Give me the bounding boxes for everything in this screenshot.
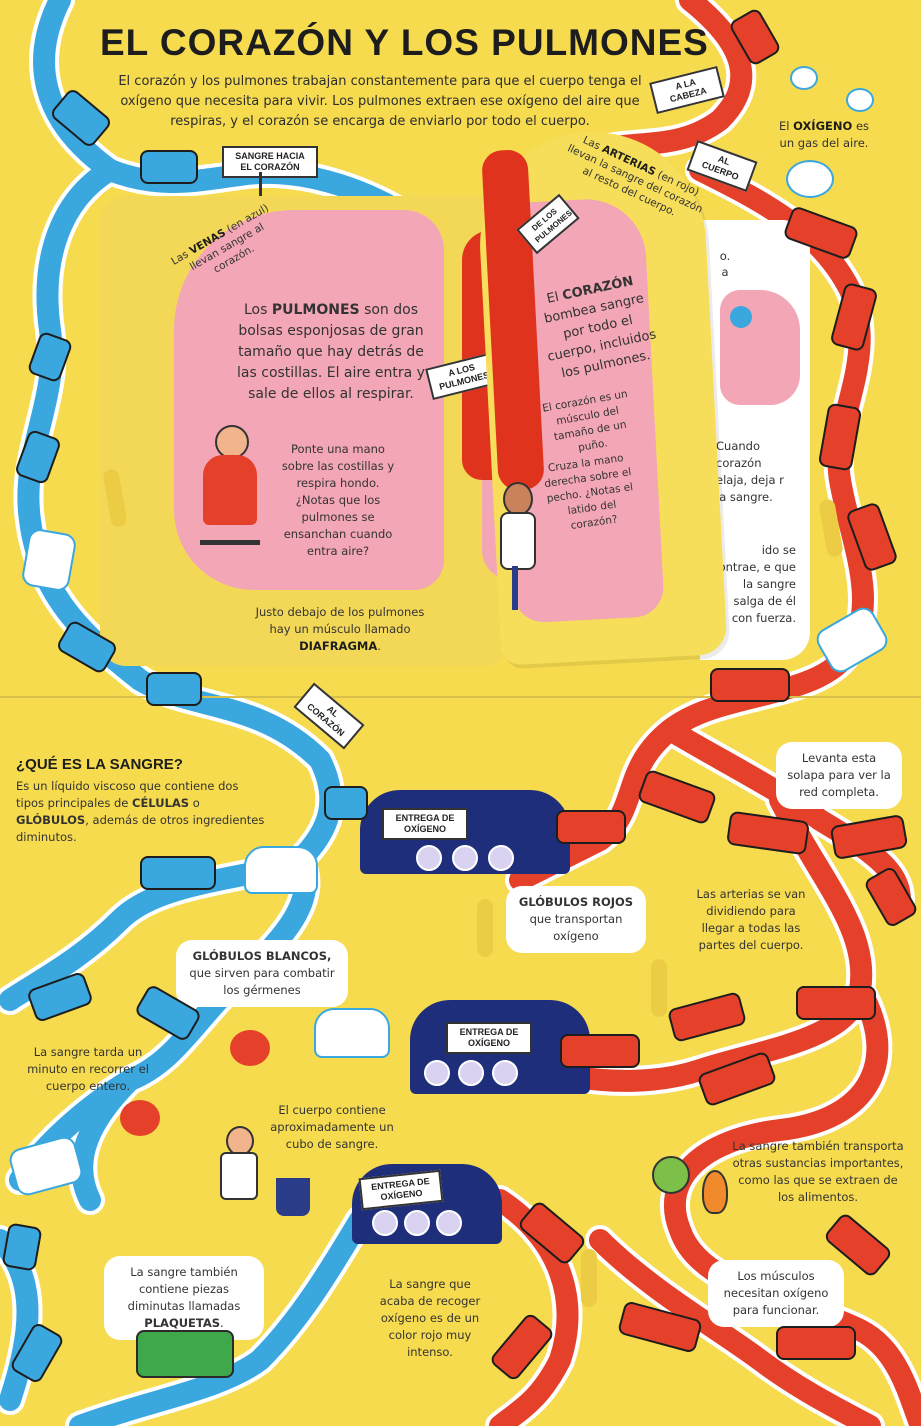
lift-flap-bubble: Levanta esta solapa para ver la red comp…	[776, 742, 902, 809]
heart-activity: Cruza la mano derecha sobre el pecho. ¿N…	[543, 452, 634, 532]
lungs-description: Los PULMONES son dos bolsas esponjosas d…	[237, 302, 425, 402]
lungs-activity: Ponte una mano sobre las costillas y res…	[281, 442, 395, 558]
white-cell-car-icon	[20, 527, 78, 593]
red-cell-icon	[404, 1210, 430, 1236]
lung-left-illustration	[174, 210, 444, 590]
food-character-icon	[652, 1156, 690, 1194]
flap-back-fragment: o.	[719, 249, 731, 263]
blue-car-icon	[140, 150, 198, 184]
red-cell-icon	[452, 845, 478, 871]
germ-icon	[230, 1030, 270, 1066]
white-cell-car-icon	[314, 1008, 390, 1058]
boy-head-icon	[503, 482, 533, 516]
platelet-truck-icon	[136, 1330, 234, 1378]
minute-note: La sangre tarda un minuto en recorrer el…	[27, 1045, 149, 1093]
boy-body-icon	[500, 512, 536, 570]
blood-description: Es un líquido viscoso que contiene dos t…	[16, 779, 265, 844]
blood-heading: ¿QUÉ ES LA SANGRE?	[16, 756, 183, 773]
flap-back-lung	[720, 290, 800, 405]
heart-relax-text: Cuando corazón elaja, deja r la sangre.	[716, 439, 784, 504]
girl-dress-icon	[203, 455, 257, 525]
pop-up-tab	[651, 959, 667, 1017]
muscles-bubble: Los músculos necesitan oxígeno para func…	[708, 1260, 844, 1327]
red-cell-icon	[458, 1060, 484, 1086]
blue-car-icon	[146, 672, 202, 706]
carrot-character-icon	[702, 1170, 728, 1214]
pop-up-tab	[581, 1249, 597, 1307]
girl-ground-line	[200, 540, 260, 545]
flap-back-fragment: a	[721, 265, 729, 279]
blue-car-icon	[140, 856, 216, 890]
man-body-icon	[220, 1152, 258, 1200]
girl-head-icon	[215, 425, 249, 459]
red-truck-icon	[796, 986, 876, 1020]
page-title: EL CORAZÓN Y LOS PULMONES	[100, 22, 709, 63]
delivery-sign-1: ENTREGA DE OXÍGENO	[382, 808, 468, 840]
white-cells-bubble: GLÓBULOS BLANCOS,que sirven para combati…	[176, 940, 348, 1007]
red-cell-icon	[488, 845, 514, 871]
germ-icon	[120, 1100, 160, 1136]
delivery-sign-2: ENTREGA DE OXÍGENO	[446, 1022, 532, 1054]
intro-text: El corazón y los pulmones trabajan const…	[118, 74, 642, 129]
red-cell-icon	[416, 845, 442, 871]
blue-car-icon	[324, 786, 368, 820]
blood-volume-note: El cuerpo contiene aproximadamente un cu…	[270, 1103, 394, 1151]
red-truck-icon	[710, 668, 790, 702]
oxygen-character-icon	[846, 88, 874, 112]
platelets-bubble: La sangre también contiene piezas diminu…	[104, 1256, 264, 1340]
heart-contract-text: ido se contrae, e que la sangre salga de…	[712, 543, 796, 625]
sign-post	[259, 172, 262, 200]
flap-back-vessel-icon	[730, 306, 752, 328]
arteries-divide-note: Las arterias se van dividiendo para lleg…	[696, 887, 806, 952]
sign-blood-to-heart: SANGRE HACIA EL CORAZÓN	[222, 146, 318, 178]
red-cell-icon	[424, 1060, 450, 1086]
red-truck-icon	[556, 810, 626, 844]
red-cell-icon	[492, 1060, 518, 1086]
red-truck-icon	[776, 1326, 856, 1360]
oxygen-color-note: La sangre que acaba de recoger oxígeno e…	[379, 1277, 481, 1359]
oxygen-character-icon	[786, 160, 834, 198]
white-cell-car-icon	[244, 846, 318, 894]
bucket-icon	[276, 1178, 310, 1216]
oxygen-character-icon	[790, 66, 818, 90]
pop-up-tab	[477, 899, 493, 957]
oxygen-note: El OXÍGENO es un gas del aire.	[778, 119, 870, 150]
substances-note: La sangre también transporta otras susta…	[732, 1139, 904, 1204]
red-truck-icon	[560, 1034, 640, 1068]
boy-legs-icon	[512, 566, 518, 610]
red-cell-icon	[436, 1210, 462, 1236]
red-cell-icon	[372, 1210, 398, 1236]
diaphragm-note: Justo debajo de los pulmones hay un músc…	[255, 605, 425, 653]
